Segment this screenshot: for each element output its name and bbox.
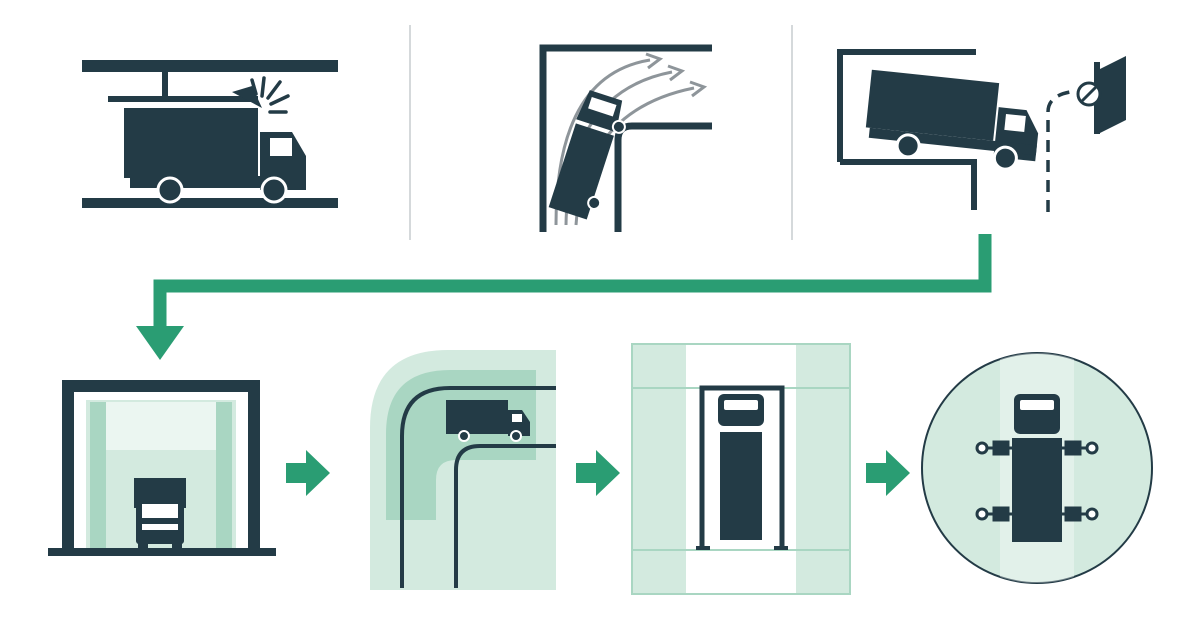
truck-top-icon [1012,394,1062,542]
chevron-arrow-icon [576,450,620,496]
truck-top-icon [718,394,764,540]
dashed-route-line [1046,90,1071,212]
entry-frame [62,380,260,552]
truck-front-icon [134,478,186,552]
inner-wall [614,122,712,232]
panel-tight-turn [539,44,712,232]
solution-dock-restraints [921,352,1153,584]
truck-turning-icon [548,90,626,220]
dock-frame-top [837,49,976,162]
chevron-arrow-icon [866,450,910,496]
truck-side-icon [446,400,530,442]
beam-hanger [162,72,168,96]
truck-tilted-icon [865,69,1039,171]
floor-line [82,198,338,208]
no-entry-icon [1076,81,1102,107]
chevron-arrow-icon [286,450,330,496]
solution-high-clearance [48,380,276,556]
outer-curb [400,386,556,588]
wheel-restraint-icon [975,440,1099,522]
truck-side-icon [124,108,306,204]
header-bar [108,96,258,102]
flow-down-arrow-icon [136,234,992,360]
solution-wide-turning-radius [370,350,556,590]
bay-guide-rails [699,385,785,548]
solution-wide-loading-bay [631,343,851,595]
inner-curb [454,444,556,588]
outer-wall [539,44,712,232]
dock-frame-bottom [840,159,977,210]
ceiling-beam [82,60,338,72]
impact-burst-icon [232,76,290,114]
entry-floor [48,548,276,556]
panel-dock-misalignment [837,49,1126,212]
panel-overhead-collision [82,60,338,208]
